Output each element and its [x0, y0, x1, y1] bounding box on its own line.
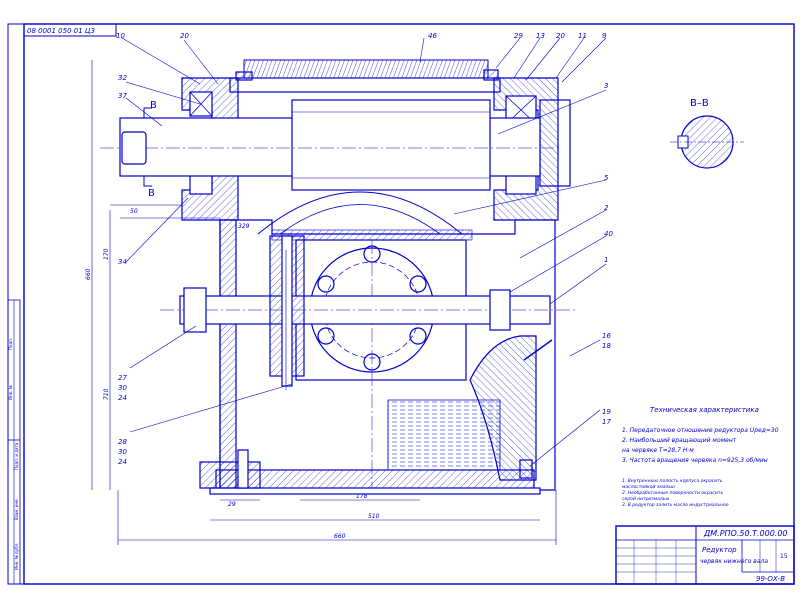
callout-numbers: 10 20 46 29 13 20 11 9 32 37 3 5 2 40 1 … [116, 32, 613, 466]
dim-660-bottom: 660 [334, 533, 346, 540]
callout-18: 18 [602, 342, 611, 350]
callout-28: 28 [118, 438, 127, 446]
base-plate [215, 469, 535, 491]
callout-10: 10 [116, 32, 125, 40]
callout-34: 34 [118, 258, 127, 266]
callout-20b: 20 [556, 32, 565, 40]
dim-170: 170 [103, 248, 110, 260]
requirement-4: серой нитроэмалью [622, 496, 669, 502]
characteristic-1: 1. Передаточное отношение редуктора Uред… [622, 427, 779, 434]
top-cover [229, 77, 501, 93]
requirement-1: 1. Внутреннюю полость корпуса окрасить [622, 478, 723, 484]
requirement-3: 2. Необработанные поверхности окрасить [622, 490, 723, 496]
callout-19: 19 [602, 408, 611, 416]
dimension-texts: 50 170 660 710 510 178 29 329 660 [85, 208, 380, 540]
gearbox-section [100, 59, 575, 495]
callout-20a: 20 [180, 32, 189, 40]
technical-requirements: 1. Внутреннюю полость корпуса окрасить м… [622, 478, 729, 508]
sheet-frame [7, 23, 795, 585]
drawing-code: ДМ.РПО.50.Т.000.00 [703, 529, 788, 538]
callout-32: 32 [118, 74, 127, 82]
cover-spring [243, 59, 489, 79]
callout-9: 9 [602, 32, 607, 40]
section-marker-top: В [150, 100, 157, 111]
characteristics-heading: Техническая характеристика [650, 406, 759, 414]
variant-code: 99-ОХ-В [756, 575, 785, 583]
characteristic-4: 3. Частота вращения червяка n=925,3 об/м… [622, 457, 768, 464]
callout-24b: 24 [118, 458, 127, 466]
side-label-2: Инв. № [8, 385, 13, 400]
top-left-stamp: 08 0001 050 01 ЦЗ [23, 23, 117, 37]
dimension-lines [91, 60, 557, 545]
side-label-5: Инв. № дубл. [14, 543, 19, 570]
callout-17: 17 [602, 418, 611, 426]
side-stamp: Подп. Инв. № Подп. и дата Взам. инв. Инв… [8, 338, 19, 570]
dim-710: 710 [103, 388, 110, 400]
shaft-key [121, 131, 147, 165]
dim-29: 29 [228, 501, 236, 508]
title-line-1: Редуктор [702, 546, 737, 554]
worm-wheel-arc [257, 191, 463, 235]
side-label-3: Подп. и дата [14, 442, 19, 470]
characteristic-3: на червяке T=28,7 Н·м [622, 447, 694, 454]
requirement-2: маслостойкой эмалью [622, 484, 675, 490]
sheet-number: 15 [780, 553, 788, 560]
callout-30a: 30 [118, 384, 127, 392]
section-marker-bottom: В [148, 188, 155, 199]
callout-30b: 30 [118, 448, 127, 456]
callout-24a: 24 [118, 394, 127, 402]
callout-5: 5 [604, 174, 609, 182]
requirement-5: 3. В редуктор залить масло индустриально… [622, 502, 729, 508]
section-markers [143, 107, 152, 187]
callout-13: 13 [536, 32, 545, 40]
callout-40: 40 [604, 230, 613, 238]
dim-510: 510 [368, 513, 380, 520]
callout-46: 46 [428, 32, 437, 40]
dim-178: 178 [356, 493, 368, 500]
side-label-1: Подп. [8, 338, 13, 350]
technical-characteristics: Техническая характеристика 1. Передаточн… [622, 406, 779, 464]
dim-329: 329 [238, 223, 250, 230]
section-bb-detail: В–В [670, 98, 744, 169]
callout-3: 3 [604, 82, 608, 90]
callout-1: 1 [604, 256, 608, 264]
callout-27: 27 [118, 374, 127, 382]
callout-2: 2 [604, 204, 609, 212]
title-line-2: червяк нижнего вала [700, 558, 768, 565]
callout-11: 11 [578, 32, 587, 40]
section-bb-label: В–В [690, 98, 709, 109]
dim-50: 50 [130, 208, 138, 215]
callout-29: 29 [514, 32, 523, 40]
dim-660-left: 660 [85, 268, 92, 280]
title-block [615, 525, 795, 585]
side-label-4: Взам. инв. [14, 498, 19, 520]
worm-thread [291, 99, 491, 191]
characteristic-2: 2. Наибольший вращающий момент [622, 437, 737, 444]
callout-37: 37 [118, 92, 127, 100]
callout-16: 16 [602, 332, 611, 340]
stamp-top-left: 08 0001 050 01 ЦЗ [27, 27, 95, 35]
